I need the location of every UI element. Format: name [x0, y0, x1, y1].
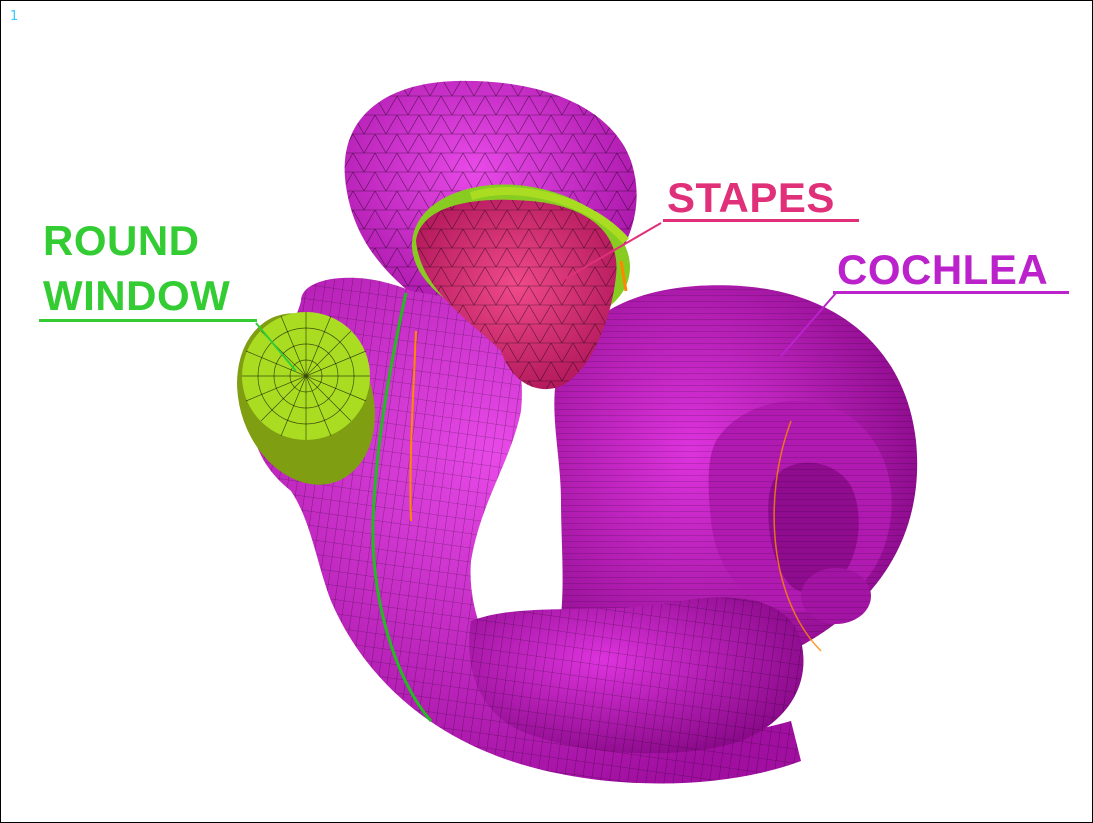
round-window-label-line2: WINDOW	[43, 275, 230, 317]
stapes-underline	[663, 219, 859, 222]
round-window-underline	[39, 319, 257, 322]
round-window-label-line1: ROUND	[43, 220, 200, 262]
basal-turn-shape	[469, 597, 803, 753]
cochlea-label: COCHLEA	[837, 249, 1048, 291]
cochlea-underline	[833, 291, 1069, 294]
stapes-label: STAPES	[667, 177, 835, 219]
